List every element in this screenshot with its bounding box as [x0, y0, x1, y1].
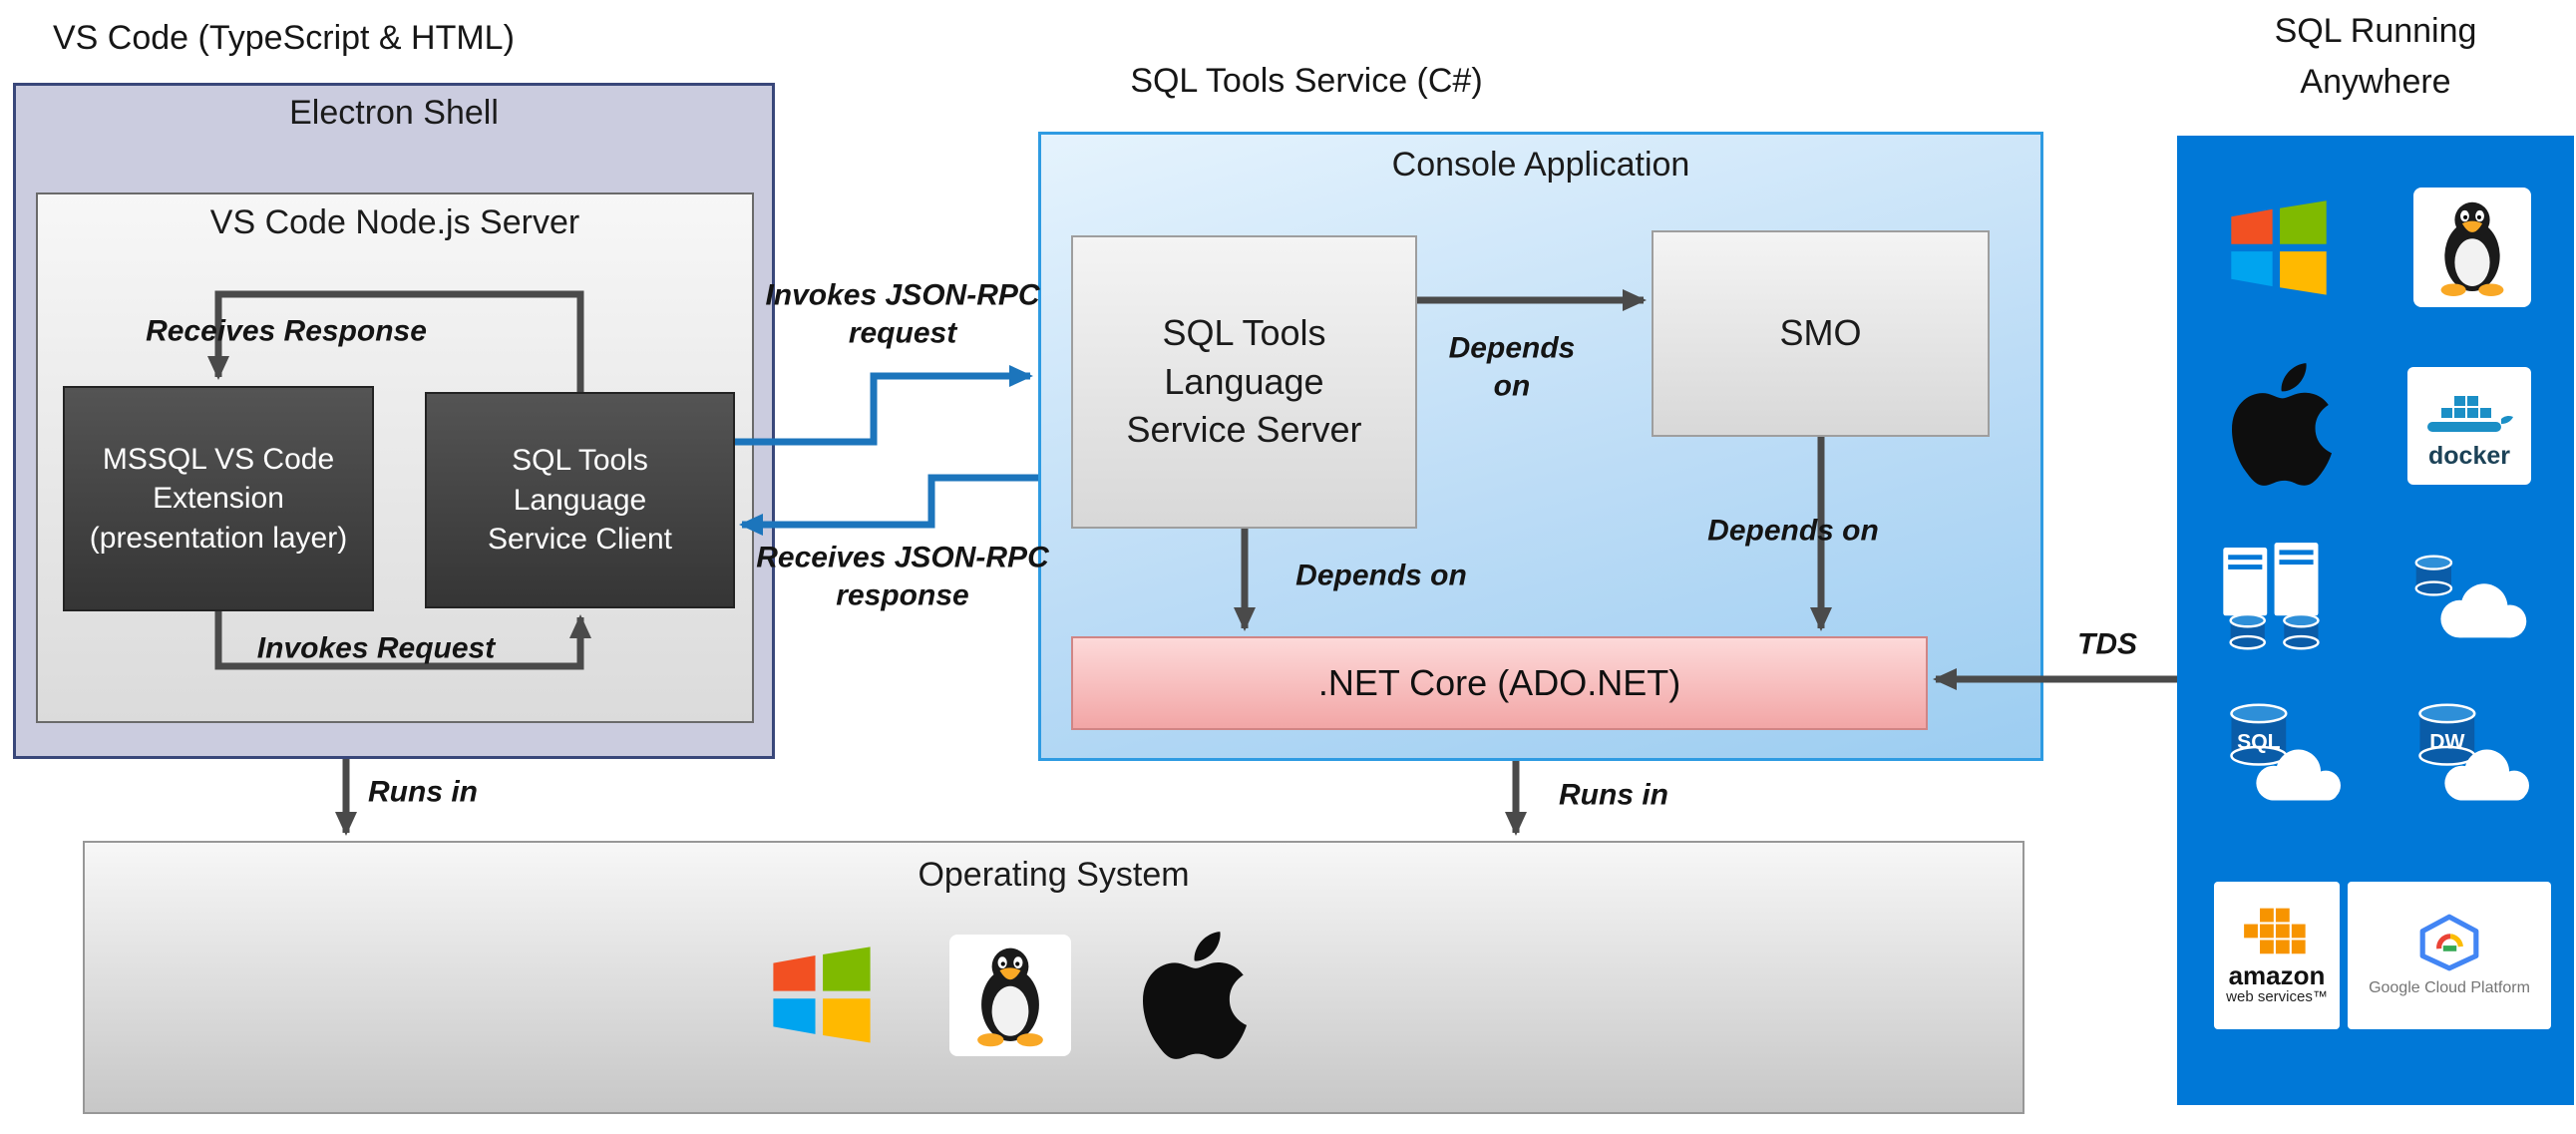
- apple-logo-icon: [2232, 363, 2333, 491]
- gcp-hexagon-icon: [2419, 914, 2479, 971]
- vscode-header: VS Code (TypeScript & HTML): [53, 19, 515, 57]
- arrow-invokes-jsonrpc: [735, 365, 1033, 446]
- operating-system-title: Operating System: [918, 856, 1190, 894]
- runs-in-label-left: Runs in: [368, 775, 478, 809]
- apple-logo-icon: [1143, 932, 1247, 1059]
- linux-tux-icon: [2413, 188, 2531, 307]
- arrow-receives-jsonrpc: [739, 474, 1038, 536]
- smo-box: SMO: [1652, 230, 1990, 437]
- node-server-title: VS Code Node.js Server: [209, 203, 580, 241]
- gcp-logo-icon: Google Cloud Platform: [2348, 882, 2551, 1029]
- windows-logo-icon: [773, 946, 871, 1043]
- operating-system-icons: [766, 932, 1247, 1059]
- dw-label: DW: [2429, 730, 2464, 753]
- sql-running-anywhere-header: SQL Running Anywhere: [2274, 12, 2477, 101]
- service-client-box: SQL Tools Language Service Client: [425, 392, 735, 608]
- console-application-title: Console Application: [1391, 146, 1690, 184]
- server-stack-icon: [2216, 542, 2338, 658]
- cloud-database-icon: [2401, 549, 2541, 653]
- mssql-extension-box: MSSQL VS Code Extension (presentation la…: [63, 386, 374, 611]
- linux-tux-icon: [949, 935, 1071, 1056]
- receives-jsonrpc-label: Receives JSON-RPC response: [756, 541, 1049, 612]
- aws-cubes-icon: [2244, 908, 2306, 954]
- net-core-box: .NET Core (ADO.NET): [1071, 636, 1928, 730]
- electron-shell-title: Electron Shell: [289, 94, 499, 132]
- aws-label-line1: amazon: [2228, 960, 2326, 991]
- aws-label-line2: web services™: [2226, 988, 2328, 1006]
- smo-depends-on-net-label: Depends on: [1707, 514, 1879, 548]
- invokes-request-label: Invokes Request: [256, 631, 496, 665]
- depends-on-net-label: Depends on: [1295, 559, 1467, 592]
- depends-on-smo-label: Depends on: [1448, 331, 1576, 403]
- gcp-label: Google Cloud Platform: [2369, 979, 2530, 996]
- receives-response-label: Receives Response: [146, 314, 427, 348]
- sql-label: SQL: [2237, 730, 2281, 753]
- aws-logo-icon: amazon web services™: [2214, 882, 2340, 1029]
- docker-icon: docker: [2407, 367, 2531, 485]
- invokes-jsonrpc-label: Invokes JSON-RPC request: [765, 278, 1040, 350]
- windows-logo-icon: [2224, 195, 2334, 306]
- service-server-box: SQL Tools Language Service Server: [1071, 235, 1417, 529]
- sql-tools-service-header: SQL Tools Service (C#): [1130, 62, 1483, 100]
- dw-database-cloud-icon: DW: [2398, 696, 2543, 813]
- docker-label: docker: [2428, 441, 2510, 470]
- runs-in-label-right: Runs in: [1559, 778, 1668, 812]
- tds-label: TDS: [2077, 627, 2137, 661]
- sql-database-cloud-icon: SQL: [2210, 696, 2355, 813]
